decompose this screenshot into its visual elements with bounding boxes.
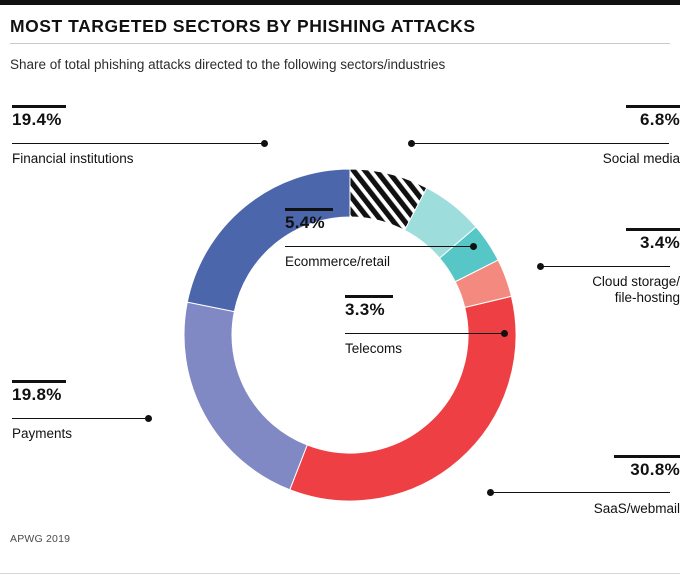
header-top-rule (0, 0, 680, 5)
callout-rule-top (345, 295, 393, 298)
callout-rule-top (12, 105, 66, 108)
callout-label: Telecoms (345, 340, 403, 356)
leader-dot-payments (145, 415, 152, 422)
callout-value: 19.4% (12, 109, 62, 129)
chart-subtitle: Share of total phishing attacks directed… (10, 57, 446, 72)
leader-line-ecommerce (285, 246, 473, 248)
callout-value: 19.8% (12, 384, 62, 404)
donut-slice (289, 295, 517, 502)
callout-payments: 19.8% Payments (12, 380, 182, 442)
footer-divider (0, 573, 680, 574)
callout-cloud-storage: 3.4% Cloud storage/ file-hosting (490, 228, 680, 307)
leader-dot-financial (261, 140, 268, 147)
callout-label-line1: Cloud storage/ (592, 273, 680, 289)
callout-value: 30.8% (630, 459, 680, 479)
donut-slices (183, 168, 517, 502)
callout-label: Ecommerce/retail (285, 253, 391, 269)
leader-line-cloud (540, 266, 670, 268)
callout-telecoms: 3.3% Telecoms (345, 295, 515, 357)
callout-financial-institutions: 19.4% Financial institutions (12, 105, 182, 167)
callout-label: Social media (602, 150, 680, 166)
leader-line-telecoms (345, 333, 504, 335)
leader-dot-social (408, 140, 415, 147)
donut-slice (186, 168, 351, 313)
leader-line-social (411, 143, 669, 145)
callout-rule-top (12, 380, 66, 383)
donut-slice (183, 301, 308, 491)
source-credit: APWG 2019 (10, 533, 71, 545)
callout-rule-top (614, 455, 680, 458)
callout-social-media: 6.8% Social media (500, 105, 680, 167)
leader-dot-saas (487, 489, 494, 496)
callout-saas-webmail: 30.8% SaaS/webmail (480, 455, 680, 517)
leader-dot-ecommerce (470, 243, 477, 250)
callout-rule-top (626, 228, 680, 231)
callout-label-line2: file-hosting (614, 290, 680, 306)
leader-line-payments (12, 418, 148, 420)
title-divider (10, 43, 670, 44)
callout-ecommerce-retail: 5.4% Ecommerce/retail (285, 208, 475, 270)
leader-dot-cloud (537, 263, 544, 270)
callout-rule-top (285, 208, 333, 211)
callout-value: 3.4% (640, 232, 680, 252)
callout-label: SaaS/webmail (593, 500, 680, 516)
callout-rule-top (626, 105, 680, 108)
leader-dot-telecoms (501, 330, 508, 337)
callout-value: 3.3% (345, 299, 385, 319)
callout-value: 6.8% (640, 109, 680, 129)
callout-value: 5.4% (285, 212, 325, 232)
callout-label: Payments (12, 425, 73, 441)
leader-line-financial (12, 143, 264, 145)
leader-line-saas (490, 492, 670, 494)
callout-label: Financial institutions (12, 150, 134, 166)
page-title: MOST TARGETED SECTORS BY PHISHING ATTACK… (10, 16, 476, 36)
